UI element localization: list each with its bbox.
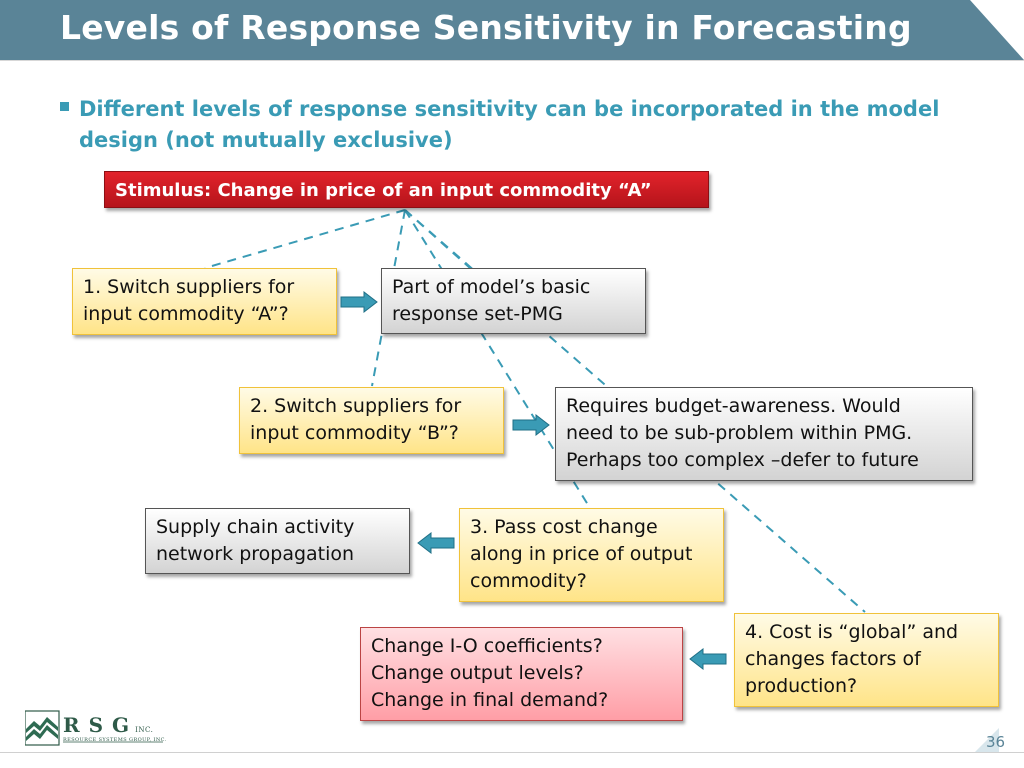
slide-title: Levels of Response Sensitivity in Foreca… <box>60 8 912 47</box>
arrow-left-icon <box>417 532 455 554</box>
result-1-line-1: Part of model’s basic <box>392 276 591 298</box>
title-divider <box>0 60 1024 61</box>
option-1-box: 1. Switch suppliers for input commodity … <box>72 268 337 335</box>
option-4-line-3: production? <box>745 675 858 697</box>
option-4-box: 4. Cost is “global” and changes factors … <box>734 613 999 707</box>
arrow-right-icon <box>512 414 550 436</box>
arrow-right-icon <box>340 291 378 313</box>
result-3-line-1: Supply chain activity <box>156 516 355 538</box>
stimulus-box: Stimulus: Change in price of an input co… <box>104 171 709 208</box>
result-3-box: Supply chain activity network propagatio… <box>145 508 410 574</box>
result-4-line-2: Change output levels? <box>371 662 584 684</box>
logo-letters: R S G <box>63 713 131 737</box>
result-4-box: Change I-O coefficients? Change output l… <box>360 627 683 721</box>
logo-wordmark: R S G INC. RESOURCE SYSTEMS GROUP, INC. <box>63 713 166 743</box>
result-3-line-2: network propagation <box>156 543 355 565</box>
option-2-line-2: input commodity “B”? <box>250 422 459 444</box>
footer-corner <box>975 728 999 752</box>
bullet-square-icon <box>60 102 69 111</box>
result-1-line-2: response set-PMG <box>392 303 563 325</box>
logo-company: RESOURCE SYSTEMS GROUP, INC. <box>63 737 167 743</box>
result-2-line-3: Perhaps too complex –defer to future <box>566 449 919 471</box>
option-2-line-1: 2. Switch suppliers for <box>250 395 462 417</box>
result-2-line-1: Requires budget-awareness. Would <box>566 395 901 417</box>
result-4-line-3: Change in final demand? <box>371 689 609 711</box>
option-1-line-1: 1. Switch suppliers for <box>83 276 295 298</box>
option-3-line-2: along in price of output <box>470 543 693 565</box>
option-4-line-2: changes factors of <box>745 648 921 670</box>
title-bar-corner <box>970 0 1024 60</box>
option-2-box: 2. Switch suppliers for input commodity … <box>239 387 504 454</box>
option-4-line-1: 4. Cost is “global” and <box>745 621 959 643</box>
rsg-logo <box>25 710 163 746</box>
footer-divider <box>0 752 1024 753</box>
page-number: 36 <box>986 733 1006 751</box>
result-4-line-1: Change I-O coefficients? <box>371 635 603 657</box>
connector-option-2 <box>371 209 406 387</box>
result-1-box: Part of model’s basic response set-PMG <box>381 268 646 334</box>
result-2-box: Requires budget-awareness. Would need to… <box>555 387 973 481</box>
arrow-left-icon <box>689 648 727 670</box>
title-bar: Levels of Response Sensitivity in Foreca… <box>0 0 1024 60</box>
result-2-line-2: need to be sub-problem within PMG. <box>566 422 913 444</box>
option-3-line-3: commodity? <box>470 570 587 592</box>
bullet-point: Different levels of response sensitivity… <box>60 94 990 156</box>
bullet-text: Different levels of response sensitivity… <box>79 97 940 152</box>
option-3-box: 3. Pass cost change along in price of ou… <box>459 508 724 602</box>
option-3-line-1: 3. Pass cost change <box>470 516 658 538</box>
connector-option-1 <box>204 209 406 269</box>
logo-inc: INC. <box>135 726 154 734</box>
connector-stub <box>404 209 471 269</box>
option-1-line-2: input commodity “A”? <box>83 303 289 325</box>
